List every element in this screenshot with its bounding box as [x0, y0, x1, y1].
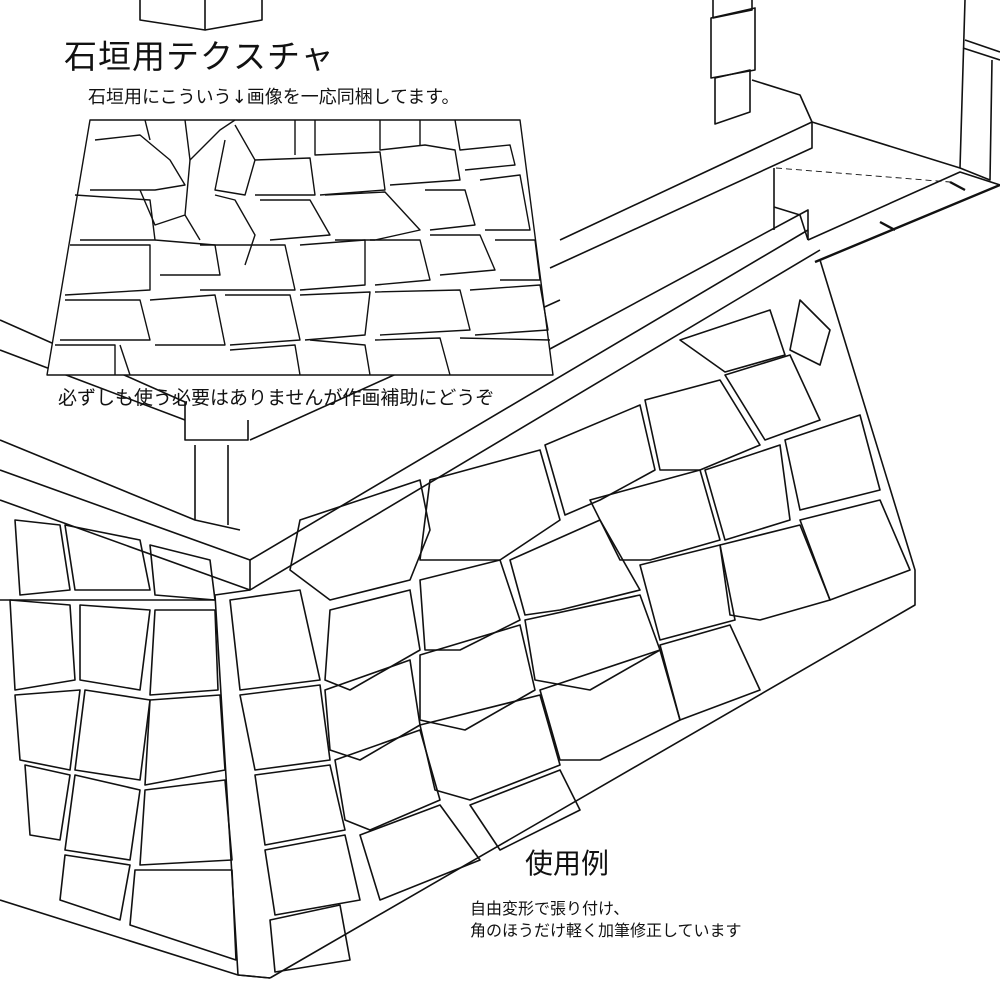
right-wall	[214, 259, 916, 979]
texture-panel	[46, 119, 554, 376]
texture-note: 必ずしも使う必要はありませんが作画補助にどうぞ	[58, 387, 495, 409]
example-description-line-1: 自由変形で張り付け、	[470, 899, 630, 918]
example-description-line-2: 角のほうだけ軽く加筆修正しています	[470, 921, 742, 940]
upper-building	[139, 0, 1000, 269]
left-wall	[0, 519, 239, 976]
texture-caption: 石垣用にこういう↓画像を一応同梱してます。	[88, 87, 460, 108]
texture-title: 石垣用テクスチャ	[64, 37, 335, 76]
example-title: 使用例	[525, 847, 610, 880]
